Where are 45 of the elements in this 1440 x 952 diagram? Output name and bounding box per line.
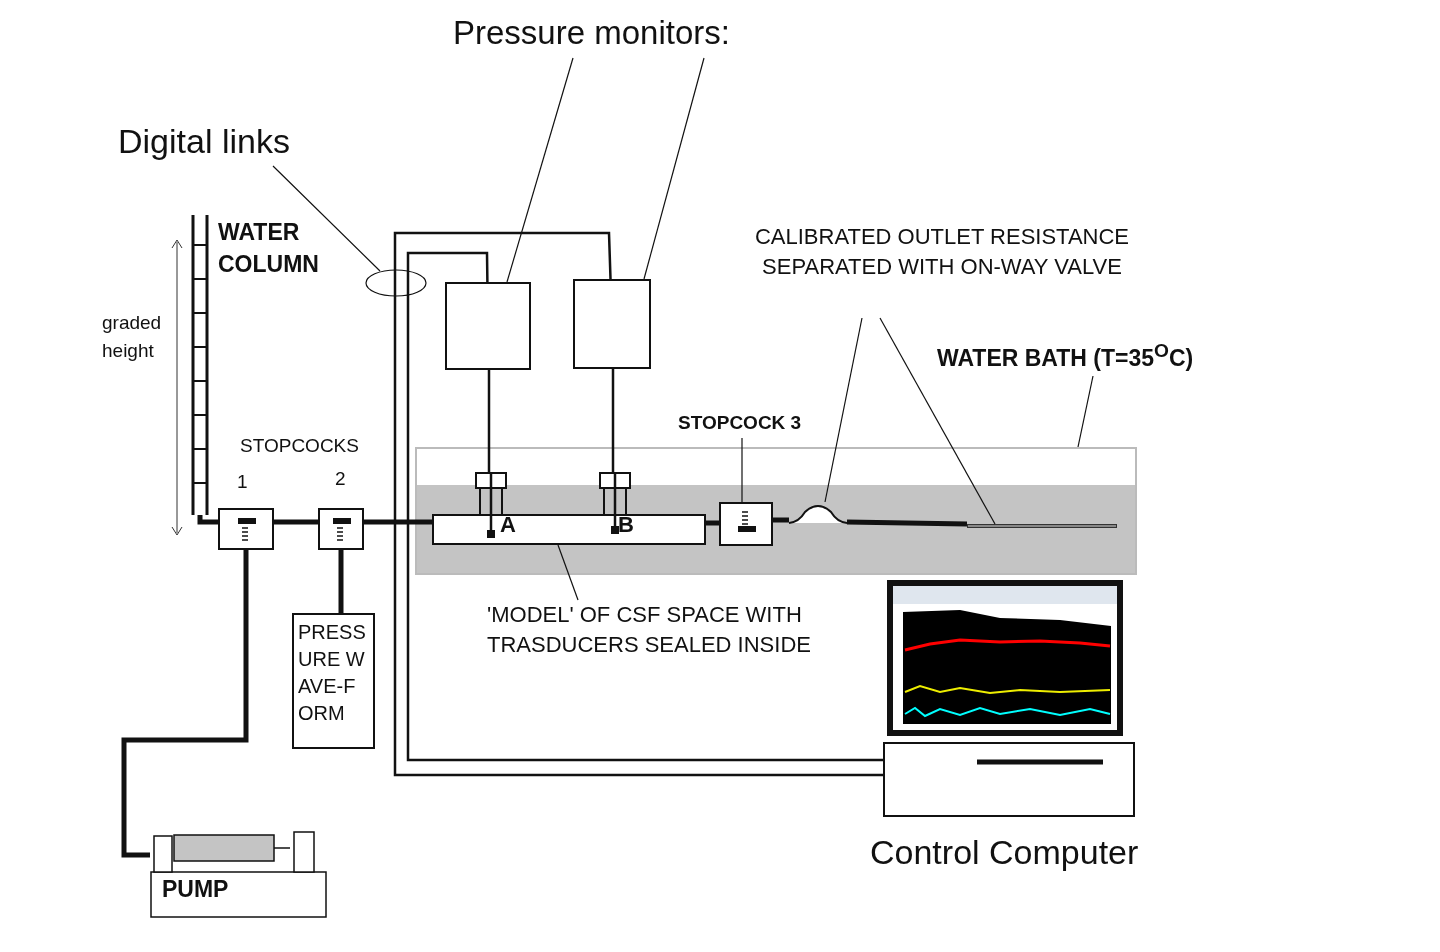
tube	[364, 519, 432, 525]
outlet-tube	[967, 524, 1117, 528]
tube	[706, 520, 719, 526]
computer-box	[883, 742, 1135, 817]
model-tube	[432, 472, 706, 545]
annotation-text: CALIBRATED OUTLET RESISTANCE SEPARATED WITH ON-WAY VALVE	[722, 222, 1162, 318]
leader-line	[1077, 375, 1094, 448]
stopcock-drawing	[719, 502, 773, 546]
port-letter: A	[500, 512, 517, 539]
node-label: WATER COLUMN	[218, 218, 320, 280]
tube	[773, 517, 789, 523]
stopcock-drawing	[318, 508, 364, 550]
annotation-text: 'MODEL' OF CSF SPACE WITH TRASDUCERS SEALED INSIDE	[487, 600, 867, 696]
annotation-text: STOPCOCKS	[240, 435, 360, 458]
tube	[274, 519, 318, 525]
annotation-text: WATER BATH (T=35$^{O}$C)	[937, 340, 1237, 376]
callout-number: 1	[237, 471, 249, 494]
leader-line	[643, 57, 705, 280]
callout-number: 2	[335, 468, 347, 491]
port-letter: B	[618, 512, 635, 539]
process-box: PRESSURE WAVE-FORM	[292, 613, 375, 749]
leader-line	[557, 544, 579, 601]
monitor-box	[445, 282, 531, 370]
leader-line	[741, 437, 743, 503]
tube	[846, 519, 968, 527]
monitor-box	[573, 279, 651, 369]
leader-line	[879, 317, 996, 525]
leader-line	[506, 57, 574, 283]
tube	[121, 550, 249, 858]
annotation-text: graded height	[102, 311, 163, 363]
leader-line	[824, 317, 863, 503]
pump-label: PUMP	[162, 876, 229, 904]
annotation-text: Digital links	[118, 122, 348, 166]
water-column-drawing	[190, 215, 210, 515]
leader-line	[272, 165, 427, 297]
tube	[338, 550, 344, 613]
stopcock-drawing	[218, 508, 274, 550]
cable	[611, 369, 615, 472]
valve-dome	[789, 502, 847, 524]
node-label: Control Computer	[870, 832, 1140, 873]
water-bath	[415, 447, 1137, 575]
tube	[197, 515, 218, 525]
cable	[487, 370, 491, 472]
annotation-text: STOPCOCK 3	[678, 412, 828, 438]
annotation-text: Pressure monitors:	[453, 14, 1213, 58]
